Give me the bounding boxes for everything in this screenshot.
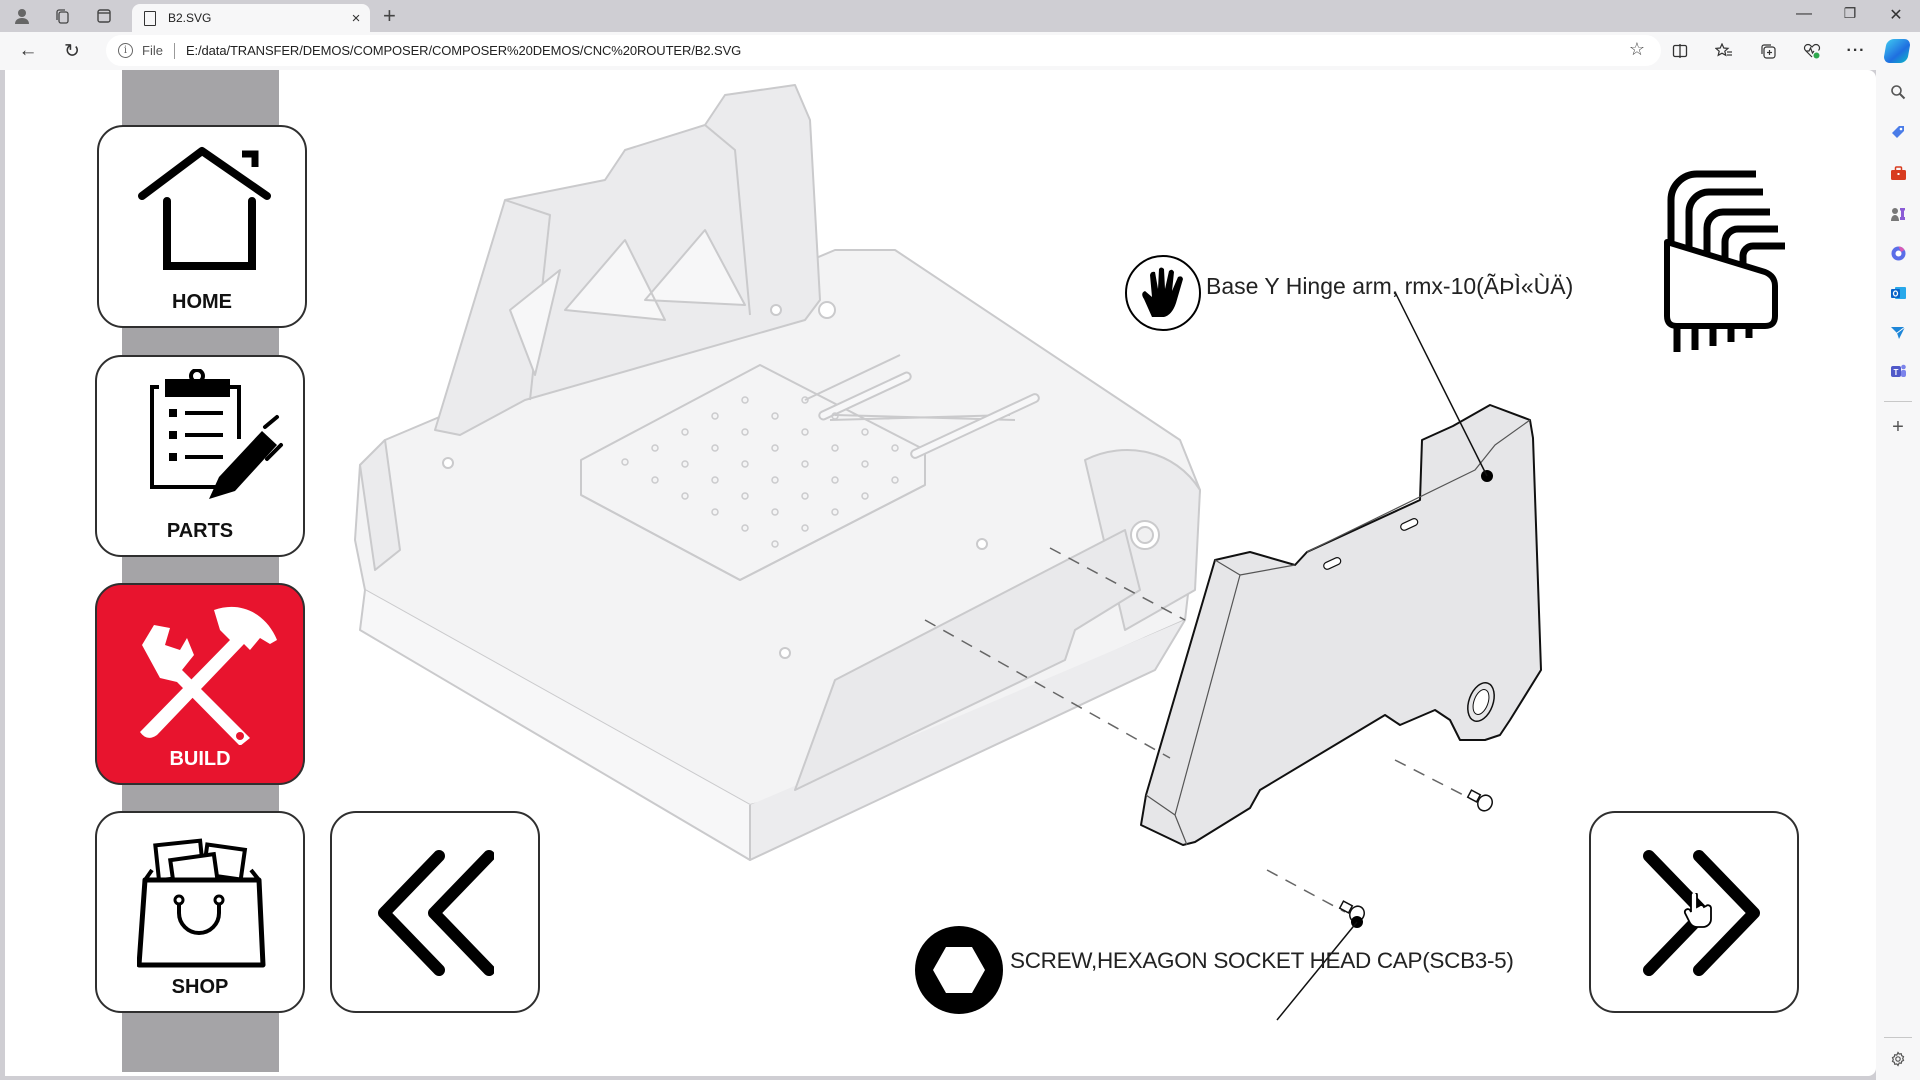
browser-essentials-icon[interactable] (1800, 39, 1824, 63)
microsoft-365-icon[interactable] (1887, 242, 1909, 264)
svg-text:T: T (1893, 368, 1898, 377)
url-text[interactable]: E:/data/TRANSFER/DEMOS/COMPOSER/COMPOSER… (185, 43, 742, 58)
next-step-button[interactable] (1589, 811, 1799, 1013)
parts-label: PARTS (166, 520, 234, 542)
hex-key-set-icon (1664, 170, 1785, 352)
outlook-icon[interactable] (1887, 282, 1909, 304)
split-screen-icon[interactable] (1668, 39, 1692, 63)
shop-label: SHOP (171, 976, 229, 998)
build-label: BUILD (169, 748, 231, 770)
home-label: HOME (172, 291, 232, 313)
part-leader-line (1394, 291, 1488, 477)
tab-title: B2.SVG (168, 11, 212, 25)
svg-page-content: HOME PARTS BUILD (5, 70, 1876, 1076)
favorites-icon[interactable] (1712, 39, 1736, 63)
copilot-icon[interactable] (1882, 39, 1912, 63)
base-y-hinge-arm (1140, 404, 1542, 846)
hand-icon (1125, 255, 1201, 331)
tab-b2-svg[interactable]: B2.SVG × (132, 4, 370, 32)
hexagon-socket-icon (915, 926, 1003, 1014)
minimize-button[interactable]: — (1796, 5, 1812, 22)
double-chevron-left-icon (378, 850, 494, 976)
address-separator (173, 42, 175, 59)
favorite-star-icon[interactable]: ☆ (1628, 39, 1645, 59)
browser-sidebar: T + (1876, 70, 1920, 1080)
router-base-ghost (354, 84, 1201, 861)
tools-icon[interactable] (1887, 162, 1909, 184)
new-tab-button[interactable]: + (383, 3, 396, 28)
wrench-hammer-icon (140, 606, 277, 745)
close-tab-icon[interactable]: × (351, 9, 361, 27)
build-button[interactable]: BUILD (95, 583, 305, 785)
home-button[interactable]: HOME (97, 125, 307, 328)
workspaces-icon[interactable] (52, 6, 72, 26)
browser-titlebar: B2.SVG × + — ❐ ✕ (0, 0, 1920, 32)
spoilboard-holes (621, 396, 899, 548)
restore-button[interactable]: ❐ (1843, 5, 1857, 21)
games-icon[interactable] (1887, 202, 1909, 224)
close-window-button[interactable]: ✕ (1889, 7, 1903, 24)
shopping-tag-icon[interactable] (1887, 121, 1909, 143)
add-sidebar-app-icon[interactable]: + (1892, 415, 1904, 438)
cnc-router-exploded-drawing (354, 84, 1785, 1021)
parts-button[interactable]: PARTS (95, 355, 305, 557)
screw-leader-line (1276, 921, 1358, 1021)
sidebar-divider-bottom (1884, 1037, 1912, 1038)
assembly-dashed-lines (924, 547, 1478, 913)
profile-icon[interactable] (12, 6, 32, 26)
drop-send-icon[interactable] (1887, 321, 1909, 343)
tab-actions-icon[interactable] (94, 6, 114, 26)
more-menu-icon[interactable]: ··· (1846, 42, 1866, 59)
sidebar-divider (1884, 401, 1912, 402)
shop-button[interactable]: SHOP (95, 811, 305, 1013)
teams-icon[interactable]: T (1887, 360, 1909, 382)
address-bar[interactable]: i File E:/data/TRANSFER/DEMOS/COMPOSER/C… (106, 35, 1661, 66)
previous-step-button[interactable] (330, 811, 540, 1013)
hand-cursor-icon (1683, 893, 1712, 928)
collections-icon[interactable] (1756, 39, 1780, 63)
scheme-label: File (142, 43, 163, 58)
clipboard-pen-icon (150, 369, 283, 499)
info-icon[interactable]: i (118, 43, 133, 58)
browser-toolbar: ← ↻ i File E:/data/TRANSFER/DEMOS/COMPOS… (0, 32, 1920, 70)
home-icon (138, 147, 271, 270)
settings-gear-icon[interactable] (1887, 1048, 1909, 1070)
document-icon (144, 10, 156, 26)
hex-socket-screw (1338, 789, 1493, 923)
search-icon[interactable] (1887, 81, 1909, 103)
back-button[interactable]: ← (18, 40, 38, 61)
fastener-callout-label: SCREW,HEXAGON SOCKET HEAD CAP(SCB3-5) (1010, 948, 1514, 973)
refresh-button[interactable]: ↻ (64, 40, 80, 62)
shopping-bag-icon (137, 838, 266, 968)
part-callout-label: Base Y Hinge arm, rmx-10(ÃÞÌ«ÙÄ) (1206, 273, 1574, 299)
